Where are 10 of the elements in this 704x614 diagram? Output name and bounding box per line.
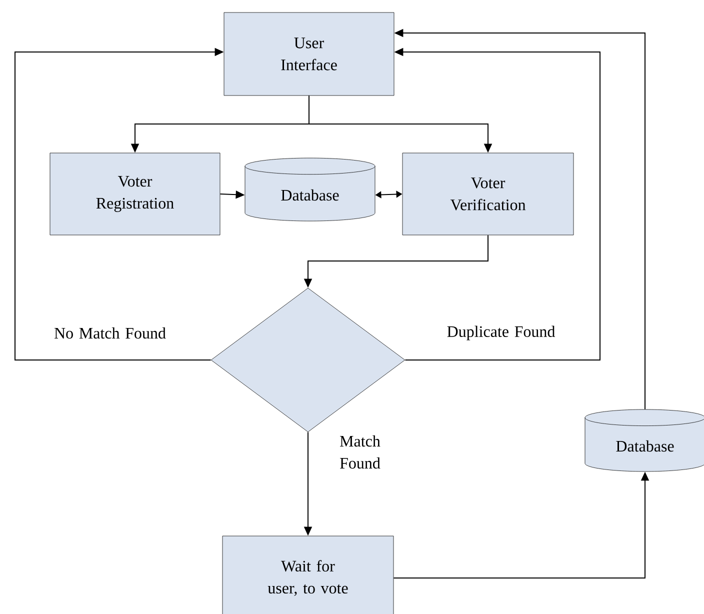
decision-diamond <box>210 288 406 432</box>
edge-label: No Match Found <box>54 327 166 339</box>
process-box: Voter Registration <box>50 152 220 236</box>
process-box: Wait for user, to vote <box>222 536 394 614</box>
edge-label: Duplicate Found <box>447 326 556 340</box>
edge-label: Match Found <box>340 435 380 469</box>
process-box: Voter Verification <box>402 152 574 236</box>
process-box: User Interface <box>224 12 394 96</box>
database-cylinder: Database <box>584 409 704 472</box>
database-cylinder: Database <box>244 158 376 222</box>
